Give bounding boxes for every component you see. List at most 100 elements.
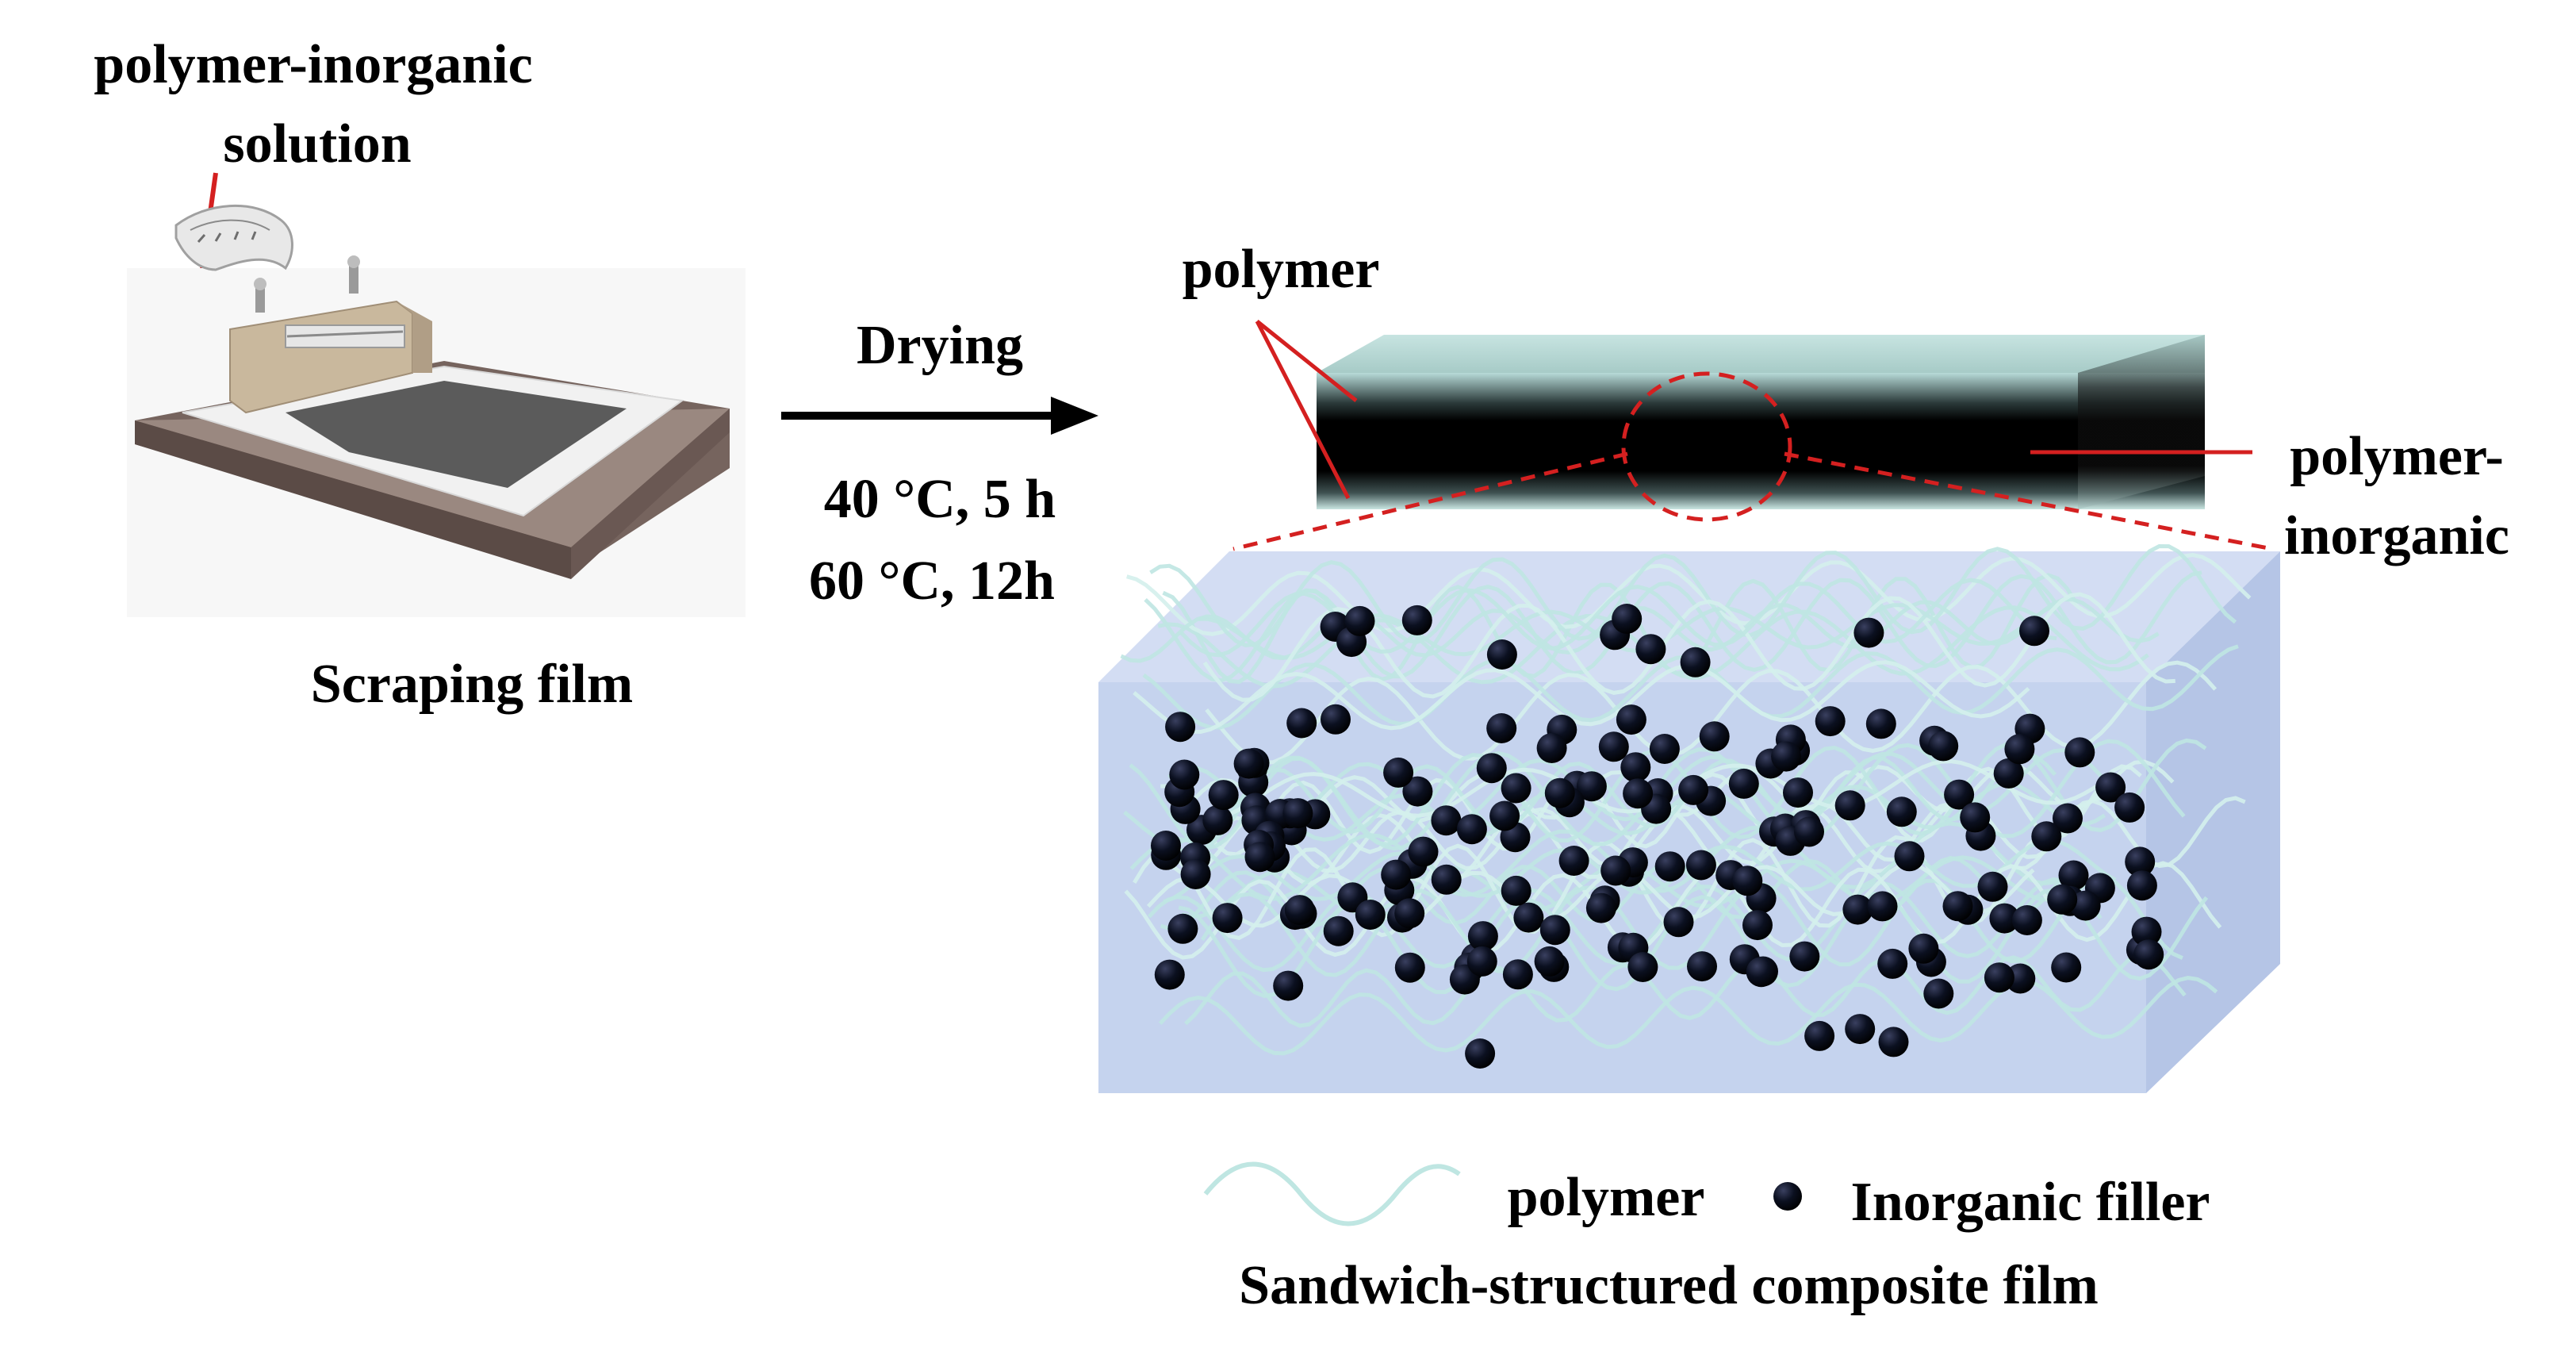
filler-particle <box>1456 814 1487 845</box>
filler-particle <box>1381 859 1412 890</box>
filler-particles <box>1151 604 2164 1069</box>
filler-particle <box>1408 836 1439 867</box>
filler-particle <box>1151 831 1181 861</box>
polymer-fiber <box>1158 976 2218 1056</box>
filler-particle <box>1465 1038 1496 1069</box>
filler-particle <box>2070 890 2101 921</box>
filler-particle <box>1576 771 1607 802</box>
filler-particle <box>2126 870 2157 901</box>
filler-particle <box>1558 846 1589 876</box>
composite-block <box>1098 543 2280 1093</box>
filler-particle <box>1877 948 1908 979</box>
right-label-line2: inorganic <box>2284 505 2509 566</box>
filler-particle <box>1989 903 2020 934</box>
filler-particle <box>2095 772 2126 803</box>
filler-particle <box>1244 842 1275 873</box>
filler-particle <box>1678 774 1709 805</box>
filler-particle <box>1486 639 1517 670</box>
drying-condition-1: 40 °C, 5 h <box>824 469 1056 530</box>
legend: polymer Inorganic filler <box>1203 1161 2210 1233</box>
zoom-circle <box>1621 371 1792 522</box>
filler-particle <box>2004 734 2035 765</box>
filler-particle <box>1501 773 1531 804</box>
filler-particle <box>1908 933 1939 964</box>
filler-particle <box>1466 946 1497 977</box>
filler-particle <box>1612 604 1643 634</box>
filler-particle <box>1355 900 1386 930</box>
film-top-face <box>1317 335 2205 373</box>
filler-particle <box>1928 731 1959 762</box>
right-label-line1: polymer- <box>2290 426 2504 487</box>
filler-particle <box>1486 713 1517 743</box>
filler-particle <box>1534 946 1565 977</box>
filler-particle <box>1600 855 1631 886</box>
filler-particle <box>1771 741 1802 772</box>
filler-particle <box>1476 753 1507 784</box>
filler-particle <box>1685 850 1716 881</box>
filler-particle <box>2047 884 2078 915</box>
pouring-sheet-icon <box>174 204 293 271</box>
polymer-fiber <box>1163 838 2117 904</box>
polymer-pointer-lines <box>1255 320 1358 500</box>
polymer-fiber <box>1133 660 2030 735</box>
filler-particle <box>1233 748 1264 779</box>
filler-particle <box>1699 721 1730 752</box>
filler-particle <box>1536 733 1567 763</box>
filler-particle <box>1815 706 1846 737</box>
filler-particle <box>2011 905 2042 935</box>
filler-particle <box>1680 647 1711 677</box>
filler-particle <box>2053 803 2083 834</box>
filler-particle <box>1585 892 1616 923</box>
filler-particle <box>1842 894 1873 925</box>
filler-particle <box>1663 907 1694 938</box>
filler-particle <box>1489 800 1520 831</box>
filler-particle <box>1649 734 1680 764</box>
filler-particle <box>1728 768 1759 799</box>
drying-condition-2: 60 °C, 12h <box>809 551 1055 612</box>
polymer-fiber <box>1188 752 2057 837</box>
filler-particle <box>1394 898 1425 929</box>
filler-particle <box>1960 802 1991 833</box>
filler-particle <box>2131 916 2162 947</box>
filler-particle <box>1894 841 1925 872</box>
filler-particle <box>1878 1027 1909 1057</box>
film-side-face <box>2078 335 2205 509</box>
scraping-film-label: Scraping film <box>311 654 633 715</box>
polymer-fiber <box>1164 739 2186 855</box>
filler-particle <box>1431 864 1462 895</box>
filler-particle <box>1993 758 2024 789</box>
filler-particle <box>1834 790 1865 821</box>
filler-particle <box>1282 798 1313 829</box>
polymer-wave-icon <box>1203 1161 1461 1226</box>
filler-particle <box>1742 910 1773 941</box>
filler-particle <box>2125 846 2156 877</box>
filler-particle <box>1944 779 1975 810</box>
filler-particle <box>2051 952 2082 983</box>
filler-particle <box>1286 708 1317 739</box>
filler-particle <box>1984 962 2014 993</box>
drying-label: Drying <box>857 315 1023 376</box>
filler-particle <box>1154 959 1185 990</box>
filler-particle <box>1202 804 1233 835</box>
filler-particle <box>2064 737 2095 768</box>
film-applicator-icon <box>127 255 746 617</box>
filler-particle <box>1169 759 1200 790</box>
filler-particle <box>1865 708 1896 739</box>
filler-particle <box>1746 957 1777 988</box>
filler-particle <box>1598 731 1629 762</box>
filler-particle <box>1383 757 1414 788</box>
filler-particle <box>1620 752 1651 783</box>
filler-particle <box>1923 978 1954 1009</box>
legend-polymer-label: polymer <box>1508 1167 1705 1228</box>
filler-particle <box>1794 816 1824 847</box>
filler-particle <box>1402 776 1433 807</box>
filler-particle <box>1394 952 1425 983</box>
polymer-fiber <box>1129 821 2075 901</box>
filler-particle <box>1804 1020 1835 1051</box>
filler-particle <box>1783 777 1813 808</box>
solution-label: polymer-inorganic solution <box>94 34 532 175</box>
top-polymer-label: polymer <box>1183 239 1380 300</box>
filler-particle <box>1853 617 1884 648</box>
filler-particle <box>1977 871 2008 902</box>
